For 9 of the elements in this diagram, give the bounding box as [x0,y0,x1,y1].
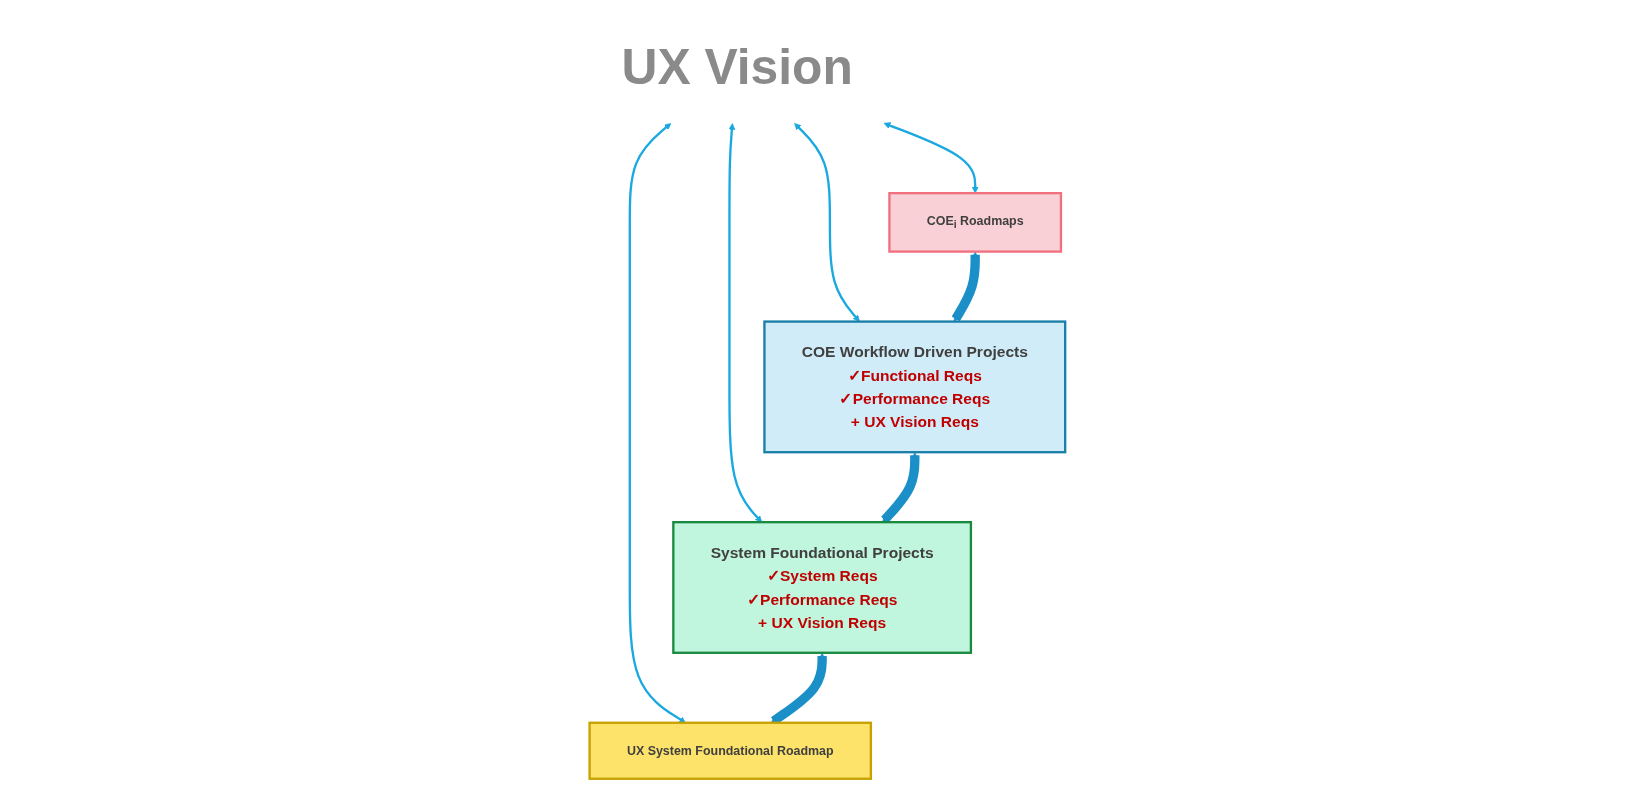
node-box: UX System Foundational Roadmap [588,721,873,780]
node-text: UX Vision [621,39,854,96]
arrow [728,123,763,523]
node-box: COE$_{i}$ Roadmaps [888,192,1063,253]
arrow [952,251,981,322]
arrow [883,122,979,194]
node-box: COE Workflow Driven Projects ✓Functional Reqs ✓Performance Reqs + UX Vision Reqs [763,320,1067,454]
arrow [794,123,861,322]
node-box: System Foundational Projects ✓System Reqs ✓Performance Reqs + UX Vision Reqs [672,521,973,654]
